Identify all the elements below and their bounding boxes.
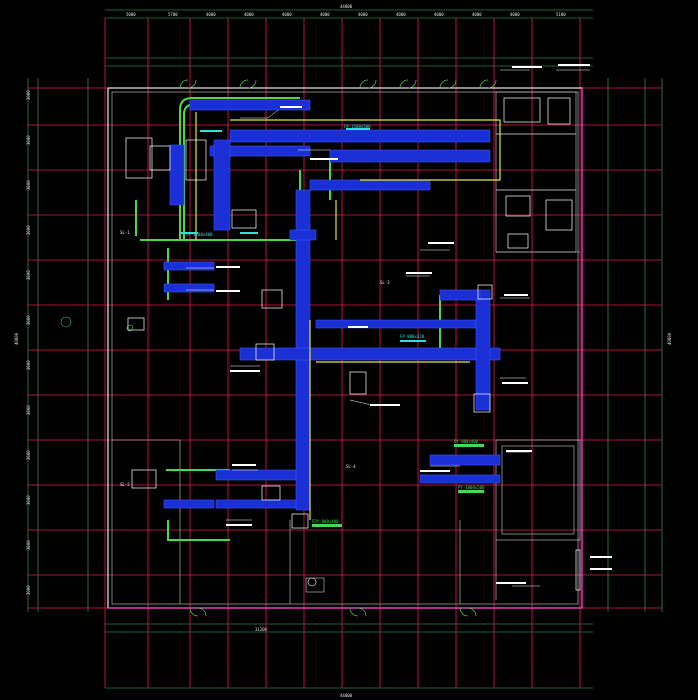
- left-seg-7: 3600: [26, 360, 31, 370]
- top-seg-12: 5100: [556, 12, 566, 17]
- top-seg-11: 4000: [510, 12, 520, 17]
- left-seg-8: 3600: [26, 405, 31, 415]
- left-seg-12: 3000: [26, 585, 31, 595]
- top-seg-8: 4000: [396, 12, 406, 17]
- duct-label-1: FP-1500x500: [344, 124, 371, 129]
- top-overall-dim: 44800: [340, 4, 353, 9]
- left-dimension-labels: 3000 3600 3600 3600 3600 3600 3600 3600 …: [26, 90, 31, 595]
- grid-bubbles: [60, 316, 317, 587]
- bottom-overall-dim: 44800: [340, 693, 353, 698]
- left-overall-dim: 40800: [14, 332, 19, 345]
- bottom-sub-dim: 31200: [255, 627, 268, 632]
- equipment: [125, 97, 581, 591]
- duct-label-6: FPY-800x400: [312, 519, 339, 524]
- duct-label-3: FP-800x320: [400, 334, 425, 339]
- room-label-3: SL-3: [380, 280, 390, 285]
- duct-label-2: FP-1200x400: [186, 232, 213, 237]
- left-seg-10: 3600: [26, 495, 31, 505]
- dimension-frame: 44800 31200 44800 40800 40800: [14, 4, 672, 698]
- axis-grid: [28, 18, 662, 688]
- duct-label-4: PY-800x400: [454, 439, 479, 444]
- room-label-2: SL-2: [120, 482, 130, 487]
- left-seg-9: 3600: [26, 450, 31, 460]
- building-outline: [107, 79, 583, 617]
- top-seg-10: 4000: [472, 12, 482, 17]
- room-label-1: SL-1: [120, 230, 130, 235]
- top-seg-6: 4000: [320, 12, 330, 17]
- room-label-4: SL-4: [346, 464, 356, 469]
- top-seg-2: 5700: [168, 12, 178, 17]
- right-overall-dim: 40800: [667, 332, 672, 345]
- top-seg-5: 4000: [282, 12, 292, 17]
- annotations: [180, 64, 612, 587]
- left-seg-3: 3600: [26, 180, 31, 190]
- top-seg-3: 4000: [206, 12, 216, 17]
- left-seg-5: 3600: [26, 270, 31, 280]
- labels: SL-1 SL-2 SL-3 SL-4 FP-1500x500 FP-1200x…: [120, 124, 485, 524]
- left-seg-4: 3600: [26, 225, 31, 235]
- left-seg-1: 3000: [26, 90, 31, 100]
- top-seg-1: 5000: [126, 12, 136, 17]
- top-seg-7: 4000: [358, 12, 368, 17]
- top-seg-9: 4000: [434, 12, 444, 17]
- duct-label-5: PY-1000x500: [458, 485, 485, 490]
- left-seg-11: 3600: [26, 540, 31, 550]
- left-seg-6: 3600: [26, 315, 31, 325]
- top-seg-4: 4000: [244, 12, 254, 17]
- top-dimension-labels: 5000 5700 4000 4000 4000 4000 4000 4000 …: [126, 12, 566, 17]
- left-seg-2: 3600: [26, 135, 31, 145]
- smoke-duct-network: [195, 112, 501, 520]
- supply-duct-network: [163, 99, 501, 511]
